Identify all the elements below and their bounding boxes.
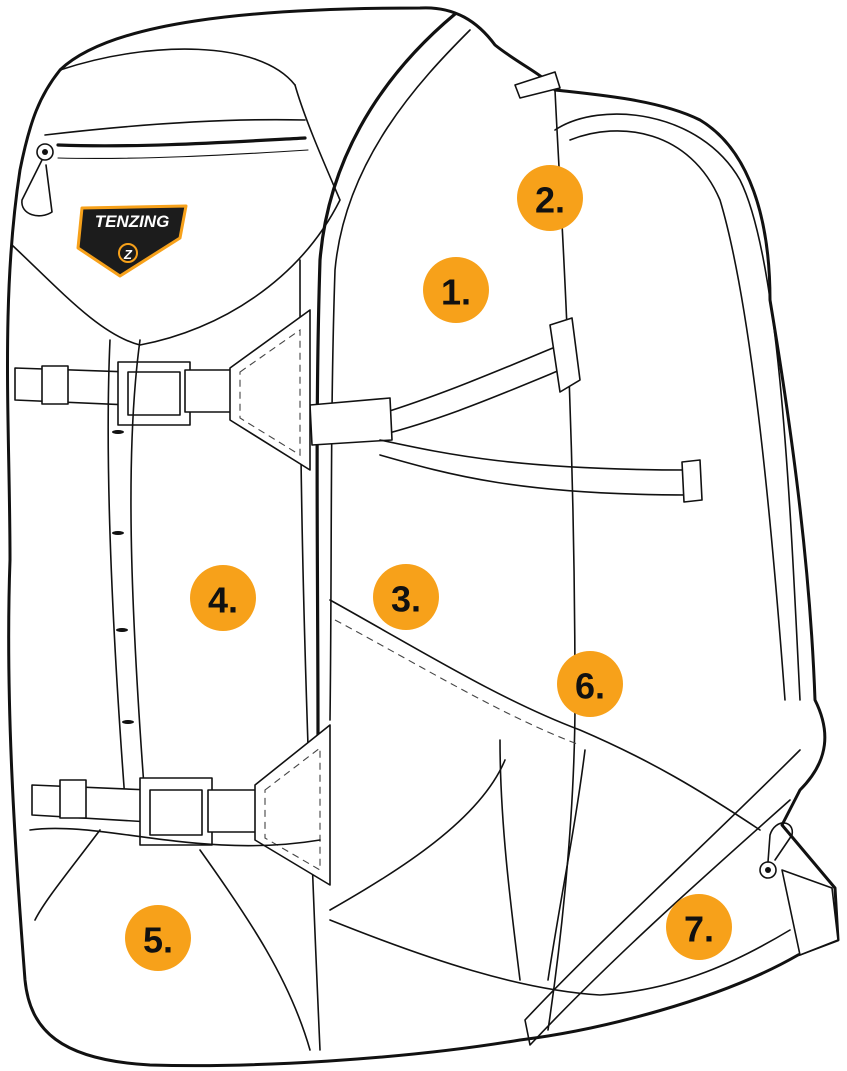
- lid-zipper-edge: [57, 149, 309, 159]
- marker-1-circle: [423, 257, 489, 323]
- marker-2: 2.: [517, 165, 583, 231]
- marker-2-label: 2.: [535, 180, 565, 221]
- lid-top-line: [59, 48, 296, 86]
- marker-1-label: 1.: [441, 272, 471, 313]
- bottom-pocket-right-seam: [199, 849, 311, 1051]
- daisy-chain-left: [107, 339, 126, 801]
- marker-3-circle: [373, 564, 439, 630]
- logo-badge: [76, 204, 188, 278]
- lower-buckle-slot: [149, 789, 203, 836]
- zipper-pull-hole: [42, 149, 48, 155]
- side-pocket-curve: [329, 759, 506, 911]
- daisy-loop-4: [122, 720, 134, 724]
- strap-end-tab: [309, 397, 393, 446]
- upper-strap-right: [184, 369, 233, 413]
- logo-compass-ring: [118, 243, 138, 263]
- main-zipper-edge: [329, 29, 471, 721]
- upper-strap-left: [14, 367, 131, 406]
- marker-6: 6.: [557, 651, 623, 717]
- upper-buckle-slot: [127, 371, 181, 416]
- logo-mark: Z: [123, 247, 133, 262]
- middle-strap-bottom: [379, 454, 691, 496]
- marker-7-circle: [666, 894, 732, 960]
- daisy-loop-2: [112, 531, 124, 535]
- bottom-pocket-top: [29, 827, 321, 847]
- marker-5: 5.: [125, 905, 191, 971]
- lower-strap-keeper: [59, 779, 87, 819]
- pocket-divider-2: [547, 749, 586, 981]
- marker-6-label: 6.: [575, 666, 605, 707]
- lower-anchor-stitch: [264, 746, 321, 871]
- marker-4: 4.: [190, 565, 256, 631]
- side-zipper-hole: [765, 867, 771, 873]
- upper-strap-keeper: [41, 365, 69, 405]
- daisy-loop-1: [112, 430, 124, 434]
- lid-upper-seam: [44, 118, 306, 136]
- main-zipper: [315, 12, 457, 742]
- lid-zipper: [56, 136, 307, 148]
- marker-5-circle: [125, 905, 191, 971]
- marker-7-label: 7.: [684, 909, 714, 950]
- middle-strap-keeper: [681, 459, 703, 503]
- strap-loop-buckle: [549, 317, 581, 393]
- marker-1: 1.: [423, 257, 489, 323]
- marker-3: 3.: [373, 564, 439, 630]
- daisy-loop-3: [116, 628, 128, 632]
- daisy-chain-right: [130, 339, 146, 801]
- marker-3-label: 3.: [391, 579, 421, 620]
- side-pocket-bottom: [329, 919, 791, 996]
- side-zipper-cord: [767, 822, 793, 863]
- lid-panel-line: [11, 84, 341, 346]
- logo-wordmark: TENZING: [95, 212, 170, 231]
- haul-handle: [514, 71, 561, 99]
- bottom-pocket-left-seam: [34, 829, 101, 921]
- marker-2-circle: [517, 165, 583, 231]
- lower-pocket-line: [329, 599, 761, 831]
- marker-6-circle: [557, 651, 623, 717]
- marker-4-label: 4.: [208, 580, 238, 621]
- lower-strap-right: [207, 789, 259, 833]
- upper-strap-anchor: [229, 309, 311, 471]
- zipper-pull-cord: [21, 159, 53, 217]
- upper-anchor-stitch: [239, 328, 301, 456]
- shoulder-strap-outer: [554, 113, 801, 701]
- callout-markers: 1. 2. 3. 4. 5. 6. 7.: [125, 165, 732, 971]
- marker-5-label: 5.: [143, 920, 173, 961]
- shoulder-strap-inner: [569, 130, 786, 701]
- middle-strap-top: [379, 439, 691, 471]
- lower-pocket-stitch: [334, 619, 581, 746]
- marker-7: 7.: [666, 894, 732, 960]
- tenzing-logo: TENZING Z: [76, 204, 188, 278]
- side-bottle-cap: [781, 869, 839, 956]
- lower-strap-left: [31, 784, 151, 823]
- marker-4-circle: [190, 565, 256, 631]
- strap-lower: [524, 749, 801, 1046]
